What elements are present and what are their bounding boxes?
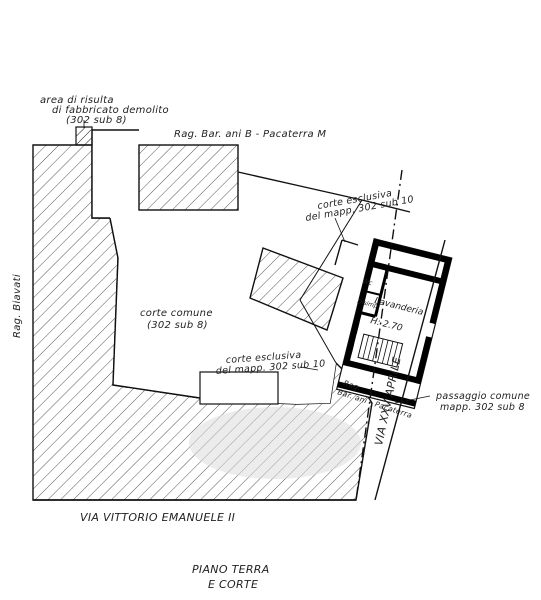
watermark-bubble (189, 407, 361, 479)
label-corte-comune-2: (302 sub 8) (147, 320, 208, 331)
top-building-hatched (138, 144, 239, 211)
road-axis (355, 169, 403, 501)
title-line-1: PIANO TERRA (192, 563, 270, 576)
lavanderia-unit (335, 238, 453, 410)
demolished-area (75, 126, 93, 146)
label-area-risulta-3: (302 sub 8) (66, 115, 127, 126)
label-room-wc: Wc (362, 277, 374, 287)
label-corte-esclusiva-mid-1: corte esclusiva (225, 350, 301, 366)
label-corte-comune-1: corte comune (140, 308, 213, 319)
title-line-2: E CORTE (208, 578, 258, 591)
label-rag-top: Rag. Bar. ani B - Pacaterra M (174, 129, 326, 140)
property-boundary (237, 171, 411, 213)
diagonal-annex-hatched (249, 247, 344, 331)
label-passaggio-1: passaggio comune (435, 391, 530, 402)
corte-esclusiva-mid-box (199, 371, 279, 405)
label-area-risulta-2: di fabbricato demolito (52, 105, 169, 116)
label-via-vittorio: VIA VITTORIO EMANUELE II (80, 511, 235, 524)
corte-comune-area (92, 130, 362, 404)
label-passaggio-2: mapp. 302 sub 8 (440, 402, 525, 413)
label-area-risulta-1: area di risulta (40, 95, 114, 106)
label-rag-left: Rag. Biavati (12, 274, 23, 338)
